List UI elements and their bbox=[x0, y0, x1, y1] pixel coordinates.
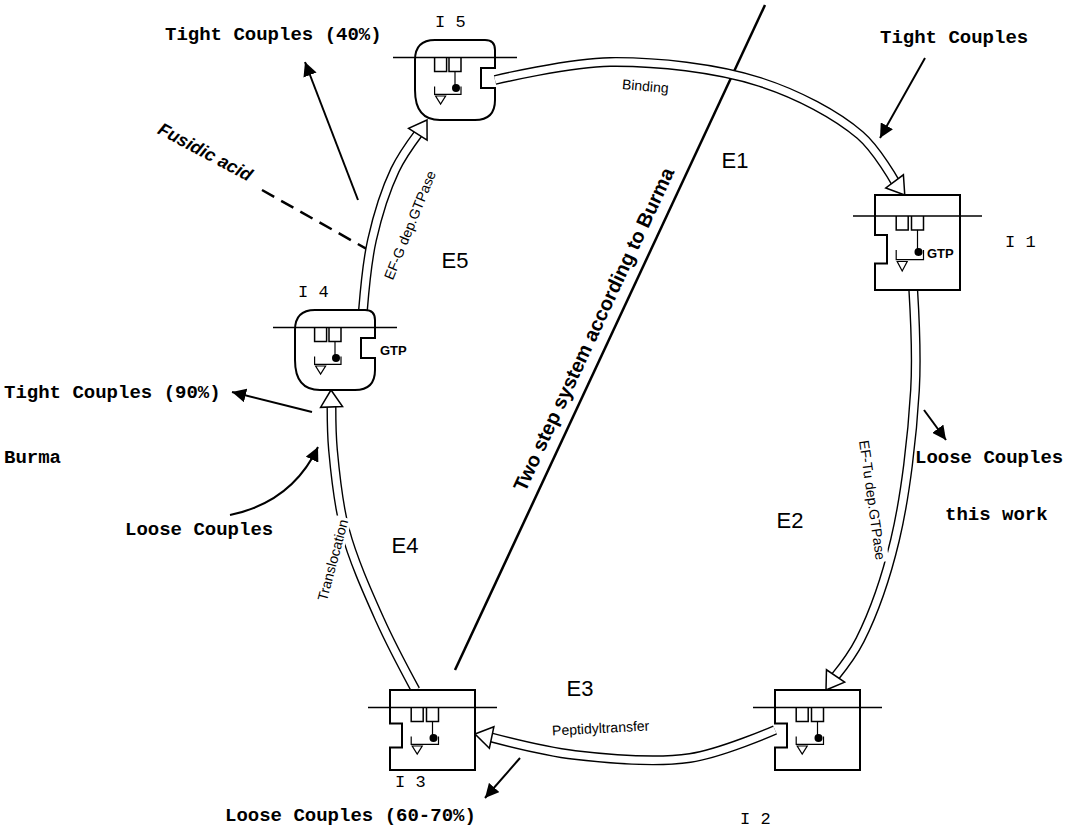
ribosome-drawing bbox=[390, 690, 475, 770]
couples-note: Loose Couples bbox=[915, 448, 1063, 470]
state-label: I 3 bbox=[395, 773, 426, 793]
ribosome-drawing bbox=[295, 310, 375, 390]
leader-arrow bbox=[232, 392, 312, 412]
peptide-triangle bbox=[897, 262, 907, 272]
arrow-band-inner bbox=[834, 290, 915, 678]
source-note: Burma bbox=[4, 448, 61, 470]
step-name: Peptidyltransfer bbox=[549, 717, 651, 738]
inhibitor-label: Fusidic acid bbox=[154, 118, 256, 185]
trna-symbol bbox=[896, 216, 908, 230]
arrow-head bbox=[886, 175, 905, 195]
couples-note: Tight Couples (40%) bbox=[165, 25, 382, 47]
amino-acid-dot bbox=[332, 354, 340, 362]
arrow-band-inner bbox=[495, 62, 896, 183]
trna-symbol bbox=[329, 328, 341, 342]
nucleotide-label: GTP bbox=[927, 247, 954, 262]
ribosome-state-translocated: I 5 bbox=[415, 40, 495, 120]
amino-acid-dot bbox=[452, 84, 460, 92]
arrow-head bbox=[826, 670, 845, 690]
ribosome-drawing bbox=[875, 195, 960, 290]
mrna-line bbox=[393, 57, 517, 59]
trna-symbol bbox=[796, 708, 808, 722]
amino-acid-dot bbox=[915, 248, 923, 256]
arrow-band-outline bbox=[495, 62, 896, 183]
leader-arrow bbox=[305, 62, 358, 200]
arrow-head bbox=[321, 390, 343, 407]
step-name: EF-Tu dep.GTPase bbox=[855, 437, 888, 563]
divider-label: Two step system according to Burma bbox=[509, 164, 680, 495]
source-note: this work bbox=[945, 505, 1048, 527]
mrna-line bbox=[853, 215, 982, 217]
couples-note: Loose Couples bbox=[125, 520, 273, 542]
trna-symbol bbox=[912, 216, 924, 230]
ribosome-outline bbox=[415, 40, 495, 120]
arrow-band-inner bbox=[490, 730, 775, 760]
mrna-line bbox=[753, 707, 882, 709]
arrow-head bbox=[409, 120, 428, 140]
ribosome-outline bbox=[390, 690, 475, 770]
ribosome-drawing bbox=[415, 40, 495, 120]
trna-symbol bbox=[812, 708, 824, 722]
step-name: Translocation bbox=[314, 516, 352, 605]
reaction-arrow bbox=[495, 62, 905, 195]
ribosome-outline bbox=[775, 690, 860, 770]
leader-arrow bbox=[880, 58, 925, 138]
trna-symbol bbox=[427, 708, 439, 722]
leader-arrow bbox=[924, 410, 946, 440]
mrna-line bbox=[368, 707, 497, 709]
couples-note: Loose Couples (60-70%) bbox=[225, 806, 476, 828]
nucleotide-label: GTP bbox=[380, 344, 407, 359]
step-name: EF-G dep.GTPase bbox=[380, 166, 440, 283]
step-number: E5 bbox=[442, 248, 469, 273]
couples-note: Tight Couples bbox=[880, 28, 1028, 50]
couples-note: Tight Couples (90%) bbox=[4, 383, 221, 405]
trna-symbol bbox=[449, 58, 461, 72]
arrow-head bbox=[475, 727, 494, 749]
inhibition-dash bbox=[262, 190, 372, 252]
ribosome-outline bbox=[295, 310, 375, 390]
ribosome-state-translocated: I 4GTP bbox=[295, 310, 375, 390]
peptide-triangle bbox=[412, 746, 422, 754]
reaction-arrow bbox=[826, 290, 916, 690]
trna-symbol bbox=[315, 328, 327, 342]
step-number: E3 bbox=[567, 676, 594, 701]
ribosome-state: I 3 bbox=[390, 690, 475, 770]
state-label: I 5 bbox=[435, 13, 466, 33]
trna-symbol bbox=[411, 708, 423, 722]
ribosome-state: I 2 bbox=[775, 690, 860, 770]
divider-line bbox=[455, 5, 765, 670]
state-label: I 4 bbox=[298, 283, 329, 303]
arrow-band-outline bbox=[834, 290, 915, 678]
state-label: I 1 bbox=[1005, 233, 1036, 253]
arrow-band-outline bbox=[490, 730, 775, 760]
step-number: E2 bbox=[777, 508, 804, 533]
mrna-line bbox=[273, 327, 397, 329]
peptide-triangle bbox=[797, 746, 807, 754]
peptide-triangle bbox=[436, 96, 446, 104]
step-name: Binding bbox=[619, 76, 671, 96]
step-number: E4 bbox=[392, 533, 419, 558]
ribosome-state: I 1GTP bbox=[875, 195, 960, 290]
ribosome-outline bbox=[875, 195, 960, 290]
trna-symbol bbox=[435, 58, 447, 72]
state-label: I 2 bbox=[740, 810, 771, 830]
amino-acid-dot bbox=[815, 734, 823, 742]
leader-arrow bbox=[230, 447, 318, 515]
ribosome-drawing bbox=[775, 690, 860, 770]
amino-acid-dot bbox=[430, 734, 438, 742]
step-number: E1 bbox=[722, 148, 749, 173]
peptide-triangle bbox=[316, 366, 326, 374]
leader-arrow bbox=[485, 758, 520, 798]
